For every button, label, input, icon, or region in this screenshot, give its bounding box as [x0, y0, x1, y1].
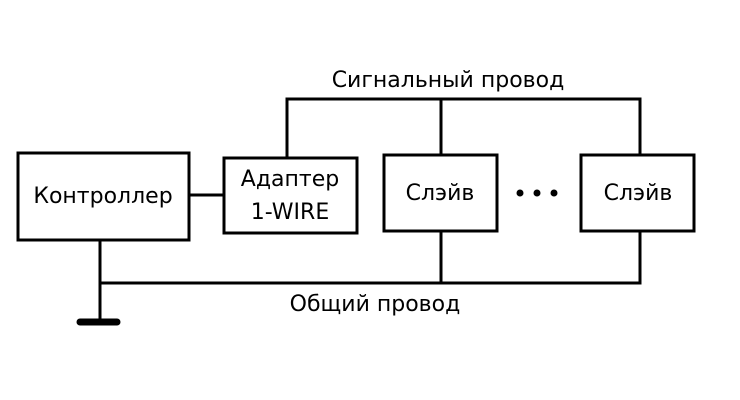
- slave-n-box: [579, 153, 696, 233]
- controller-block: Контроллер: [16, 151, 191, 242]
- slave-1-block: Слэйв: [382, 153, 499, 233]
- adapter-label-line-1: Адаптер: [241, 167, 339, 192]
- wires: [76, 97, 642, 326]
- ellipsis-dot-3: [550, 189, 558, 197]
- controller-label: Контроллер: [33, 184, 172, 209]
- ellipsis-dot-1: [516, 189, 524, 197]
- ellipsis-dot-2: [533, 189, 541, 197]
- adapter-label-line-2: 1-WIRE: [251, 200, 329, 225]
- common-wire-label: Общий провод: [290, 292, 461, 317]
- adapter-block: Адаптер 1-WIRE: [222, 156, 359, 235]
- signal-wire-label: Сигнальный провод: [332, 68, 565, 93]
- slave-1-box: [382, 153, 499, 233]
- controller-box: [16, 151, 191, 242]
- signal-wire: [285, 97, 642, 157]
- slave-n-label: Слэйв: [604, 181, 673, 206]
- slave-1-label: Слэйв: [406, 181, 475, 206]
- ellipsis: [516, 189, 558, 197]
- common-wire: [98, 232, 642, 285]
- adapter-box: [222, 156, 359, 235]
- slave-n-block: Слэйв: [579, 153, 696, 233]
